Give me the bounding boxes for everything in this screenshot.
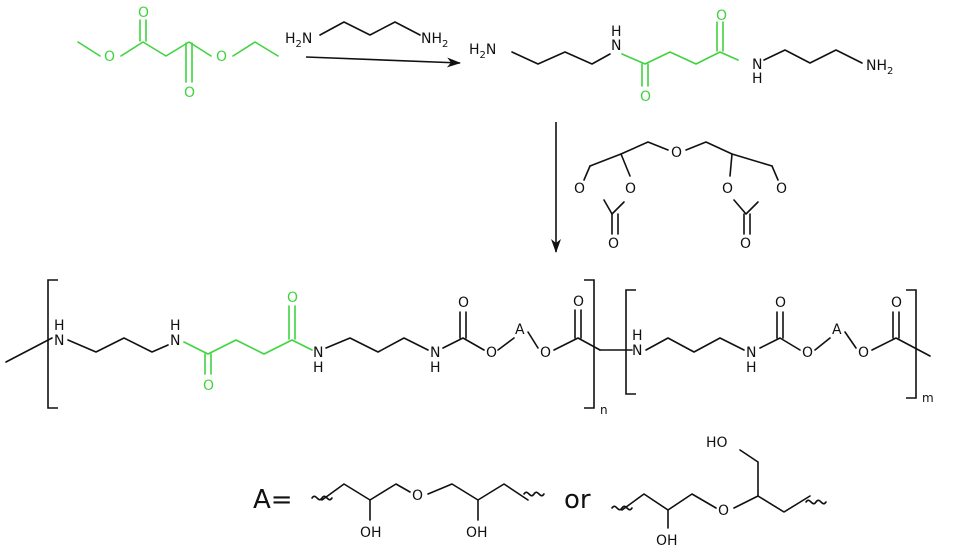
atom-o: O	[722, 181, 733, 197]
or-label: or	[564, 485, 591, 515]
atom-oh: HO	[706, 435, 728, 451]
a-definition-label: A=	[253, 485, 293, 515]
atom-o: O	[776, 181, 787, 197]
atom-h: H	[632, 328, 643, 344]
atom-h: H	[313, 360, 324, 376]
atom-h: H	[430, 360, 441, 376]
atom-o: O	[740, 236, 751, 252]
atom-n: N	[611, 38, 621, 54]
dimethyl-succinate: O O O O	[77, 5, 279, 101]
atom-oh: OH	[656, 533, 678, 549]
atom-o: O	[716, 8, 727, 24]
atom-h: H	[746, 360, 757, 376]
atom-nh2: NH2	[866, 58, 893, 77]
atom-n: N	[746, 345, 756, 361]
repeat-index-n: n	[600, 403, 608, 417]
atom-h2n: H2N	[285, 31, 312, 50]
atom-n: N	[170, 333, 180, 349]
polymer-unit-m: N H N H O O A O O m	[599, 289, 934, 405]
atom-n: N	[632, 343, 642, 359]
atom-o: O	[216, 49, 227, 65]
repeat-index-m: m	[922, 391, 934, 405]
atom-o: O	[891, 295, 902, 311]
atom-nh2: NH2	[421, 31, 448, 50]
atom-o: O	[640, 89, 651, 105]
atom-h2n: H2N	[469, 42, 496, 61]
bracket-right	[906, 289, 917, 399]
atom-o: O	[671, 145, 682, 161]
atom-oh: OH	[360, 525, 382, 541]
atom-o: O	[287, 290, 298, 306]
atom-o: O	[802, 345, 813, 361]
atom-o: O	[184, 85, 195, 101]
atom-oh: OH	[466, 525, 488, 541]
atom-o: O	[574, 181, 585, 197]
atom-o: O	[718, 503, 729, 519]
atom-o: O	[858, 345, 869, 361]
a-definition: A= OH O OH or OH O HO	[253, 435, 827, 549]
atom-o: O	[458, 295, 469, 311]
atom-o: O	[775, 295, 786, 311]
atom-a: A	[515, 322, 525, 338]
bracket-left	[47, 279, 58, 409]
diamide-intermediate: H2N N H O O N H NH2	[469, 8, 893, 105]
bracket-left	[625, 289, 636, 395]
atom-h: H	[611, 24, 622, 40]
atom-n: N	[54, 333, 64, 349]
atom-o: O	[540, 345, 551, 361]
atom-h: H	[54, 318, 65, 334]
atom-o: O	[625, 181, 636, 197]
bis-cyclic-carbonate: O O O O O O O	[574, 141, 787, 252]
atom-n: N	[430, 345, 440, 361]
atom-n: N	[752, 57, 762, 73]
atom-o: O	[138, 5, 149, 21]
atom-a: A	[832, 322, 842, 338]
atom-n: N	[313, 345, 323, 361]
atom-o: O	[203, 378, 214, 394]
atom-o: O	[573, 294, 584, 310]
atom-o: O	[104, 49, 115, 65]
atom-o: O	[608, 236, 619, 252]
atom-o: O	[412, 488, 423, 504]
atom-h: H	[170, 318, 181, 334]
atom-o: O	[486, 345, 497, 361]
bracket-right	[584, 279, 595, 409]
reaction-arrow	[305, 56, 461, 68]
polymer-unit-n: N H N H O O N H N H O O A O O n	[5, 279, 608, 417]
diaminopropane-reagent: H2N NH2	[285, 21, 448, 50]
atom-h: H	[752, 71, 763, 87]
